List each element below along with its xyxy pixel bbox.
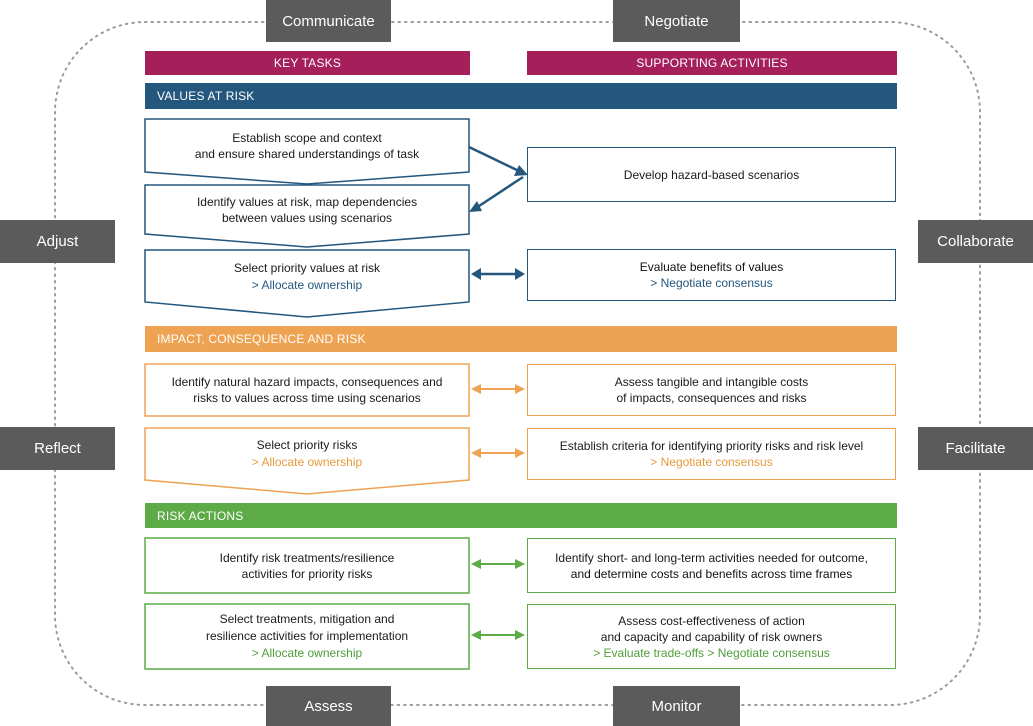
label-monitor: Monitor bbox=[613, 686, 740, 726]
values-task2-line2: between values using scenarios bbox=[221, 211, 393, 225]
values-support2-line2: > Negotiate consensus bbox=[650, 276, 773, 290]
arrow-head-left-green1 bbox=[471, 559, 481, 569]
risk-support2: Assess cost-effectiveness of action and … bbox=[527, 604, 896, 669]
arrow-task1-to-scenarios bbox=[468, 145, 524, 175]
header-key-tasks: KEY TASKS bbox=[145, 51, 470, 75]
label-facilitate: Facilitate bbox=[918, 427, 1033, 470]
impact-support1: Assess tangible and intangible costs of … bbox=[527, 364, 896, 416]
values-support1-line1: Develop hazard-based scenarios bbox=[623, 167, 800, 182]
arrow-head-task2 bbox=[469, 201, 482, 212]
label-negotiate: Negotiate bbox=[613, 0, 740, 42]
risk-task2-line2: resilience activities for implementation bbox=[205, 629, 409, 643]
impact-task1-line2: risks to values across time using scenar… bbox=[193, 391, 421, 405]
impact-task1-line1: Identify natural hazard impacts, consequ… bbox=[171, 375, 443, 389]
values-task3-shape bbox=[144, 249, 470, 318]
risk-support1-line1: Identify short- and long-term activities… bbox=[555, 550, 868, 565]
risk-task1-line2: activities for priority risks bbox=[241, 566, 373, 581]
impact-support2: Establish criteria for identifying prior… bbox=[527, 428, 896, 480]
section-impact-consequence-risk: IMPACT, CONSEQUENCE AND RISK bbox=[145, 326, 897, 352]
values-support2-line1: Evaluate benefits of values bbox=[639, 260, 784, 274]
impact-task2-shape bbox=[144, 427, 470, 495]
impact-task2-line2: > Allocate ownership bbox=[251, 455, 363, 469]
label-reflect: Reflect bbox=[0, 427, 115, 470]
arrow-head-right-orange2 bbox=[515, 448, 525, 458]
arrow-head-left-green2 bbox=[471, 630, 481, 640]
section-values-at-risk: VALUES AT RISK bbox=[145, 83, 897, 109]
risk-task1: Identify risk treatments/resilience acti… bbox=[145, 538, 469, 593]
values-support2: Evaluate benefits of values > Negotiate … bbox=[527, 249, 896, 301]
header-supporting-activities: SUPPORTING ACTIVITIES bbox=[527, 51, 897, 75]
risk-support2-line1: Assess cost-effectiveness of action bbox=[618, 613, 805, 628]
label-assess: Assess bbox=[266, 686, 391, 726]
label-collaborate: Collaborate bbox=[918, 220, 1033, 263]
values-task1-shape bbox=[144, 118, 470, 185]
arrow-head-right-green1 bbox=[515, 559, 525, 569]
risk-task1-line1: Identify risk treatments/resilience bbox=[219, 550, 395, 565]
arrow-head-right-green2 bbox=[515, 630, 525, 640]
risk-task2: Select treatments, mitigation and resili… bbox=[145, 604, 469, 669]
risk-support1: Identify short- and long-term activities… bbox=[527, 538, 896, 593]
impact-task2: Select priority risks > Allocate ownersh… bbox=[145, 429, 469, 479]
risk-support1-line2: and determine costs and benefits across … bbox=[570, 566, 853, 581]
values-task1-line2: and ensure shared understandings of task bbox=[194, 146, 420, 161]
impact-task1-shape bbox=[144, 363, 470, 417]
impact-task2-line1: Select priority risks bbox=[256, 438, 358, 452]
impact-support1-line1: Assess tangible and intangible costs bbox=[614, 375, 809, 389]
risk-support2-line3: > Evaluate trade-offs > Negotiate consen… bbox=[593, 645, 830, 660]
risk-task1-shape bbox=[144, 537, 470, 594]
values-task2-line1: Identify values at risk, map dependencie… bbox=[196, 195, 418, 209]
impact-support1-line2: of impacts, consequences and risks bbox=[616, 391, 807, 405]
arrow-head-right-blue bbox=[515, 268, 525, 280]
arrow-scenarios-to-task2 bbox=[475, 175, 524, 210]
values-task2: Identify values at risk, map dependencie… bbox=[145, 187, 469, 233]
values-task2-shape bbox=[144, 184, 470, 248]
arrow-head-left-orange2 bbox=[471, 448, 481, 458]
values-support1: Develop hazard-based scenarios bbox=[527, 147, 896, 202]
values-task3-line1: Select priority values at risk bbox=[233, 261, 381, 275]
risk-support2-line2: and capacity and capability of risk owne… bbox=[600, 629, 823, 644]
values-task3: Select priority values at risk > Allocat… bbox=[145, 252, 469, 302]
values-task1: Establish scope and context and ensure s… bbox=[145, 119, 469, 172]
arrow-head-scenarios bbox=[514, 165, 528, 176]
impact-support2-line1: Establish criteria for identifying prior… bbox=[559, 439, 864, 453]
values-task1-line1: Establish scope and context bbox=[232, 130, 382, 145]
arrow-head-right-orange1 bbox=[515, 384, 525, 394]
impact-task1: Identify natural hazard impacts, consequ… bbox=[145, 364, 469, 416]
risk-task2-shape bbox=[144, 603, 470, 670]
risk-task2-line3: > Allocate ownership bbox=[251, 646, 363, 660]
arrow-head-left-blue bbox=[471, 268, 481, 280]
arrow-head-left-orange1 bbox=[471, 384, 481, 394]
label-adjust: Adjust bbox=[0, 220, 115, 263]
impact-support2-line2: > Negotiate consensus bbox=[650, 455, 773, 469]
values-task3-line2: > Allocate ownership bbox=[251, 278, 363, 292]
section-risk-actions: RISK ACTIONS bbox=[145, 503, 897, 528]
risk-task2-line1: Select treatments, mitigation and bbox=[219, 612, 395, 626]
dotted-cycle-loop bbox=[54, 21, 981, 706]
label-communicate: Communicate bbox=[266, 0, 391, 42]
